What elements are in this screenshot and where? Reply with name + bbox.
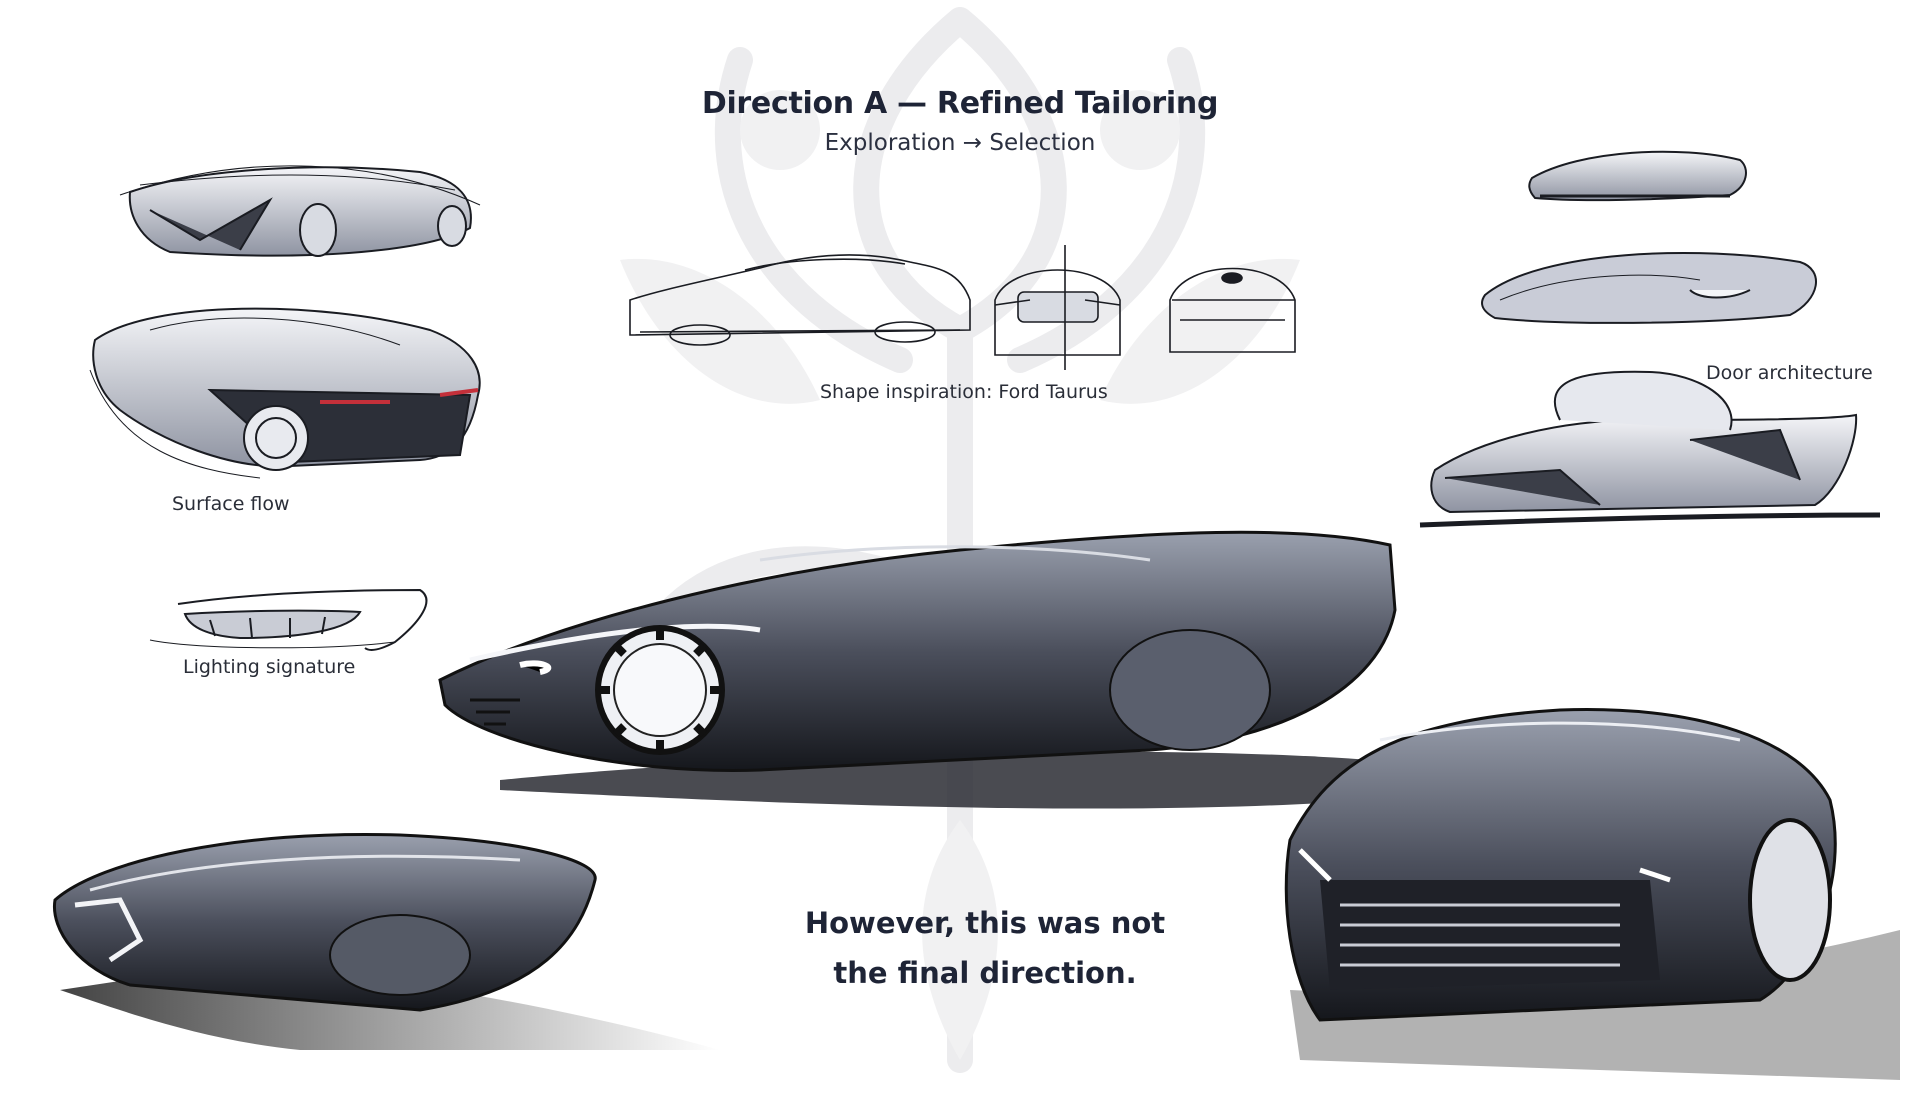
page-subtitle: Exploration → Selection [824,130,1096,156]
caption-door-architecture: Door architecture [1706,362,1873,384]
caption-surface-flow: Surface flow [172,493,290,515]
caption-lighting-signature: Lighting signature [183,656,356,678]
closing-line-1: However, this was not [804,906,1166,940]
closing-statement: However, this was not the final directio… [760,898,1210,998]
page-title: Direction A — Refined Tailoring [701,86,1219,121]
caption-shape-inspiration: Shape inspiration: Ford Taurus [820,381,1108,403]
closing-line-2: the final direction. [833,956,1137,990]
